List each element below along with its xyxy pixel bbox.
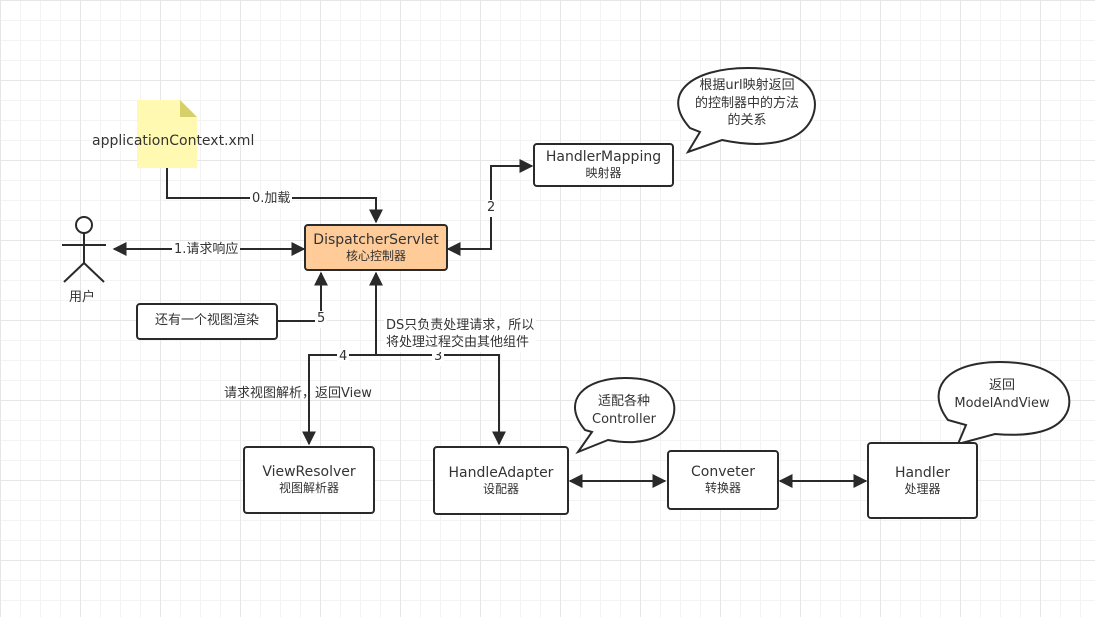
view-resolver-subtitle: 视图解析器 — [278, 481, 339, 496]
user-label: 用户 — [69, 290, 96, 305]
edge-adapter — [376, 354, 506, 446]
converter-subtitle: 转换器 — [704, 481, 741, 496]
ds-note-line: 将处理过程交由其他组件 — [384, 334, 537, 352]
handler-bubble-line: ModelAndView — [954, 395, 1050, 411]
adapter-bubble-text: 适配各种 Controller — [578, 393, 670, 428]
handler-bubble-icon — [937, 360, 1071, 446]
view-render-node[interactable]: 还有一个视图渲染 — [136, 303, 278, 340]
adapter-bubble-line: Controller — [592, 411, 656, 427]
resolver-note: 请求视图解析，返回View — [224, 386, 372, 401]
mapping-bubble-text: 根据url映射返回 的控制器中的方法 的关系 — [682, 77, 812, 130]
edge-mapping-label: 2 — [485, 200, 498, 217]
ds-note: DS只负责处理请求，所以 将处理过程交由其他组件 — [384, 318, 537, 352]
mapping-bubble-icon — [677, 66, 816, 154]
adapter-bubble-icon — [574, 376, 676, 455]
edge-request-response-label: 1.请求响应 — [172, 242, 241, 259]
mapping-bubble-line: 根据url映射返回 — [699, 78, 795, 93]
handler-bubble-line: 返回 — [988, 378, 1015, 393]
user-actor-icon — [62, 216, 106, 283]
converter-title: Conveter — [691, 464, 755, 481]
ds-note-line: DS只负责处理请求，所以 — [384, 318, 537, 335]
edge-render-label: 5 — [315, 311, 328, 328]
mapping-bubble-line: 的关系 — [727, 113, 767, 129]
handler-mapping-subtitle: 映射器 — [585, 166, 622, 181]
dispatcher-title: DispatcherServlet — [313, 231, 439, 248]
converter-node[interactable]: Conveter 转换器 — [667, 450, 779, 510]
view-render-label: 还有一个视图渲染 — [154, 313, 259, 329]
handler-mapping-node[interactable]: HandlerMapping 映射器 — [533, 143, 674, 187]
handle-adapter-subtitle: 设配器 — [482, 481, 519, 496]
edge-adapter-label: 3 — [432, 349, 445, 366]
mapping-bubble-line: 的控制器中的方法 — [694, 95, 799, 111]
handler-bubble-text: 返回 ModelAndView — [940, 377, 1064, 412]
adapter-bubble-line: 适配各种 — [597, 394, 650, 409]
handle-adapter-title: HandleAdapter — [448, 464, 554, 481]
handler-subtitle: 处理器 — [904, 481, 941, 496]
handler-mapping-title: HandlerMapping — [545, 149, 662, 166]
dispatcher-subtitle: 核心控制器 — [345, 248, 406, 263]
file-label: applicationContext.xml — [92, 133, 255, 149]
handler-node[interactable]: Handler 处理器 — [867, 442, 978, 519]
view-resolver-node[interactable]: ViewResolver 视图解析器 — [243, 446, 375, 514]
dispatcher-servlet-node[interactable]: DispatcherServlet 核心控制器 — [304, 224, 448, 271]
edge-load-label: 0.加载 — [250, 191, 293, 208]
view-resolver-title: ViewResolver — [262, 464, 356, 481]
handle-adapter-node[interactable]: HandleAdapter 设配器 — [433, 446, 569, 515]
file-note-icon — [137, 100, 197, 168]
handler-title: Handler — [894, 464, 951, 481]
edge-resolver — [302, 354, 376, 446]
edge-resolver-label: 4 — [337, 349, 350, 366]
